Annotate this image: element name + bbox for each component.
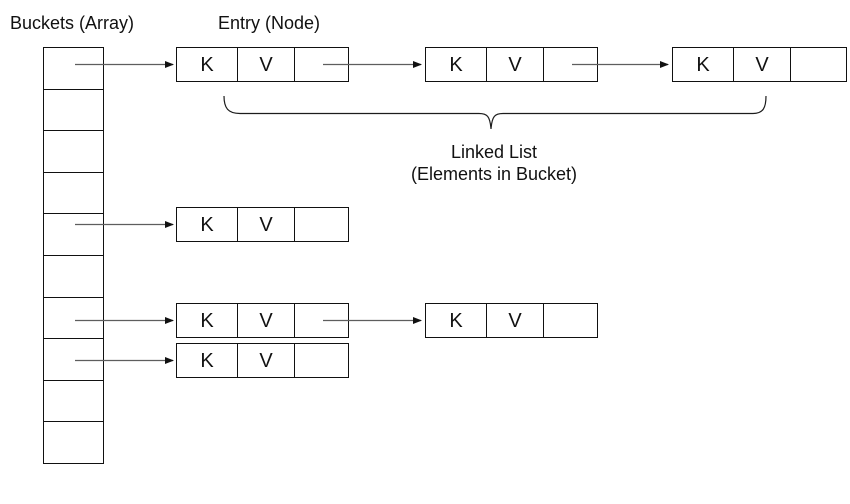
annotation-line1: Linked List [450, 142, 538, 162]
key-cell: K [426, 304, 487, 337]
buckets-array-label: Buckets (Array) [10, 13, 135, 33]
next-pointer-cell [791, 48, 846, 81]
value-cell: V [238, 344, 295, 377]
value-cell: V [238, 208, 295, 241]
value-cell: V [238, 48, 295, 81]
value-cell: V [238, 304, 295, 337]
entry-node-label: Entry (Node) [218, 13, 321, 33]
bucket-cell [44, 298, 103, 340]
key-cell: K [426, 48, 487, 81]
next-pointer-cell [295, 304, 348, 337]
bucket-cell [44, 173, 103, 215]
entry-node: K V [672, 47, 847, 82]
bucket-cell [44, 339, 103, 381]
next-pointer-cell [295, 344, 348, 377]
annotation-line2: (Elements in Bucket) [410, 164, 578, 184]
buckets-array [43, 47, 104, 464]
bucket-cell [44, 131, 103, 173]
bucket-cell [44, 90, 103, 132]
bucket-cell [44, 381, 103, 423]
entry-node: K V [176, 207, 349, 242]
entry-node: K V [176, 47, 349, 82]
key-cell: K [177, 208, 238, 241]
value-cell: V [487, 48, 544, 81]
entry-node: K V [425, 47, 598, 82]
bucket-cell [44, 214, 103, 256]
next-pointer-cell [544, 304, 597, 337]
entry-node: K V [425, 303, 598, 338]
key-cell: K [177, 48, 238, 81]
next-pointer-cell [295, 208, 348, 241]
bucket-cell [44, 256, 103, 298]
linked-list-annotation: Linked List (Elements in Bucket) [374, 141, 614, 185]
linked-list-brace [223, 95, 767, 130]
key-cell: K [177, 344, 238, 377]
value-cell: V [734, 48, 791, 81]
next-pointer-cell [544, 48, 597, 81]
next-pointer-cell [295, 48, 348, 81]
bucket-cell [44, 48, 103, 90]
value-cell: V [487, 304, 544, 337]
key-cell: K [673, 48, 734, 81]
entry-node: K V [176, 303, 349, 338]
bucket-cell [44, 422, 103, 463]
entry-node: K V [176, 343, 349, 378]
key-cell: K [177, 304, 238, 337]
